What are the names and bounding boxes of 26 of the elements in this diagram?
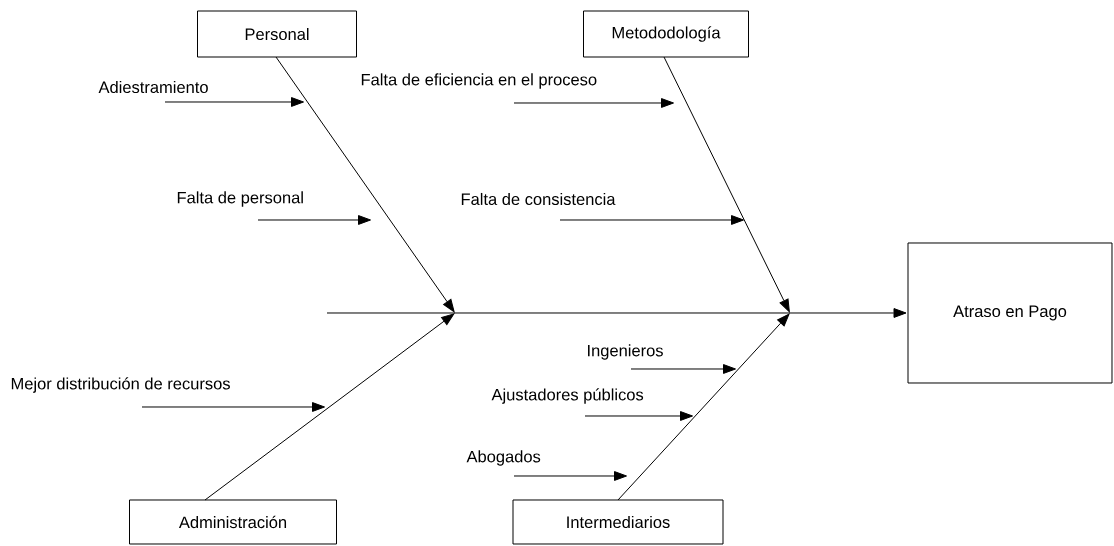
cause-label: Adiestramiento [98,80,208,94]
arrow [663,56,790,313]
cause-label: Abogados [466,450,541,466]
arrow [141,402,325,412]
category-box: Metododología [583,10,749,58]
arrow [513,98,674,108]
cause-label: Falta de personal [177,191,303,207]
arrow [204,313,455,501]
arrow [584,411,693,421]
arrow [513,471,627,481]
arrow [617,313,790,501]
category-box: Administración [129,499,337,545]
cause-label: Falta de consistencia [461,192,616,206]
category-box: Intermediarios [512,499,724,545]
spine-arrow [326,308,907,318]
category-box: Personal [197,10,357,58]
arrow [630,364,736,374]
cause-label: Mejor distribución de recursos [11,377,230,393]
cause-label: Ajustadores públicos [491,388,644,404]
arrow [275,56,455,313]
cause-label: Ingenieros [588,344,663,360]
arrow [164,97,304,107]
arrow [559,215,744,225]
cause-label: Falta de eficiencia en el proceso [361,73,597,89]
category-box: Atraso en Pago [907,242,1113,384]
arrow [257,215,371,225]
